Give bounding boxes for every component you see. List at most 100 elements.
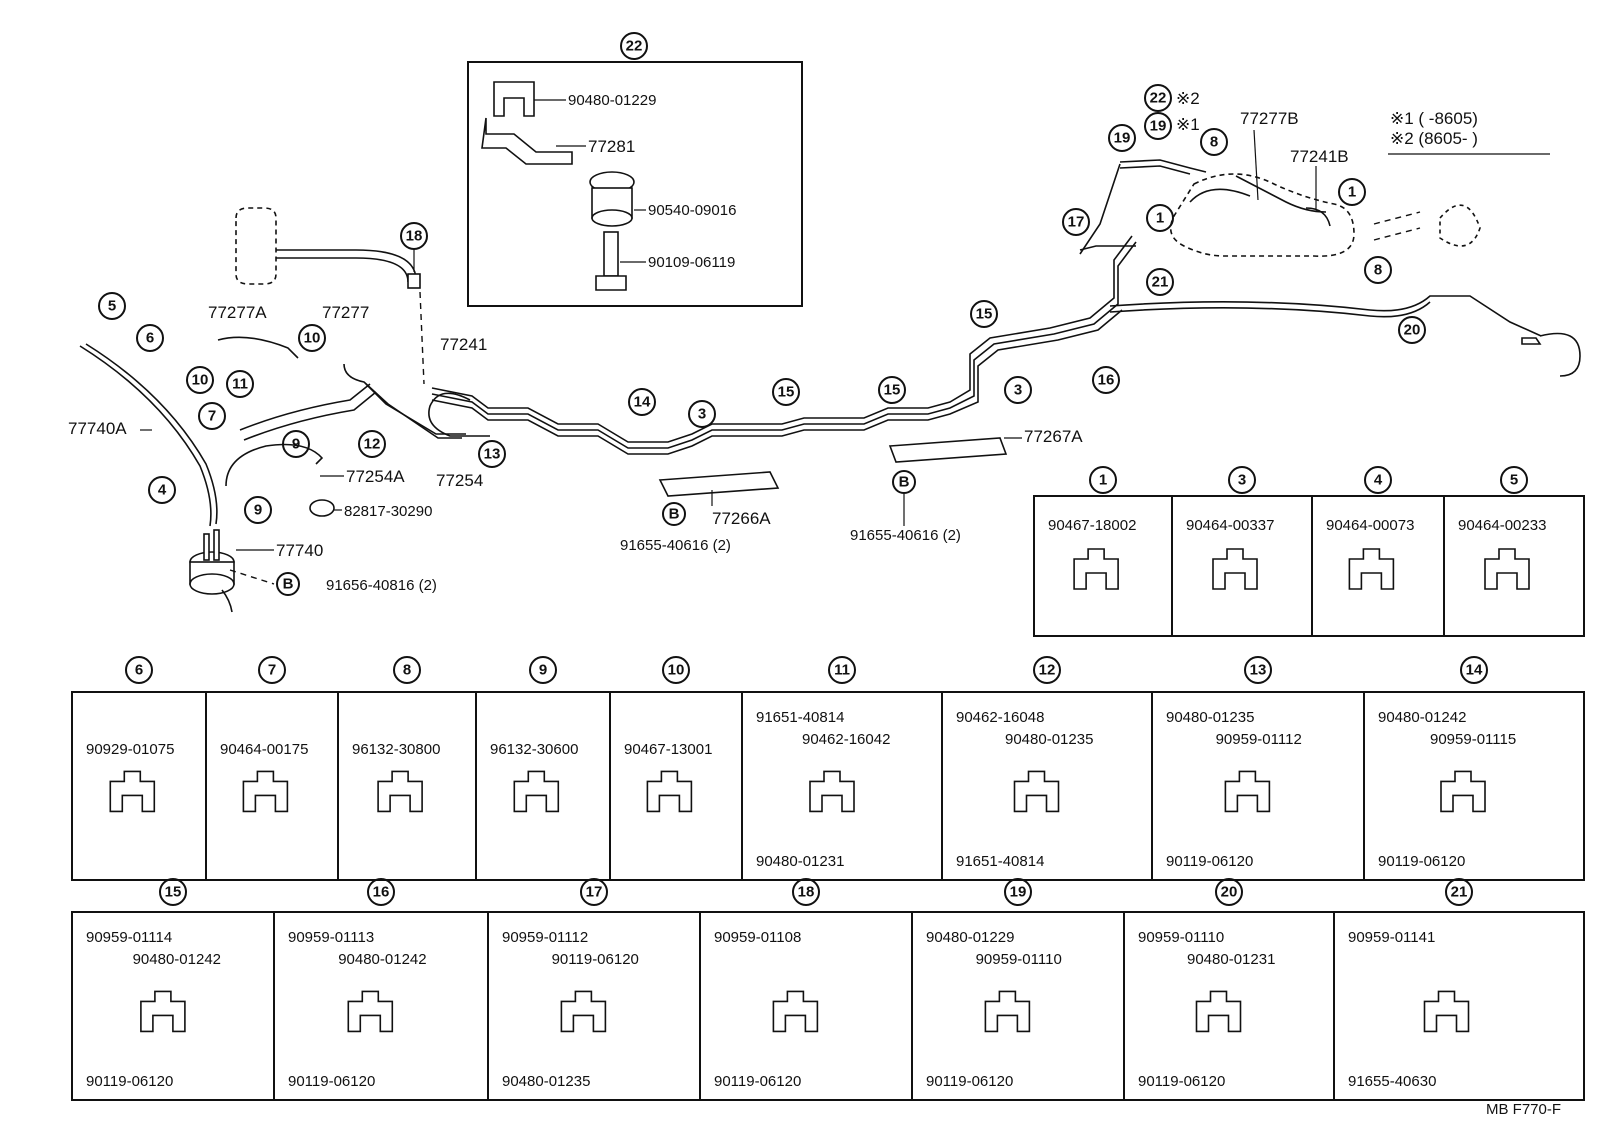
part-number-6-1: 90929-01075 xyxy=(86,741,174,758)
b-marker-b: B xyxy=(892,470,916,526)
cell-callout-circle-9 xyxy=(529,656,557,684)
callout-3-b: 3 xyxy=(1004,376,1032,404)
cell-callout-circle-10 xyxy=(662,656,690,684)
note-1: ※1 ( -8605) xyxy=(1390,109,1478,128)
svg-text:17: 17 xyxy=(1068,214,1085,231)
part-number-14-1: 90480-01242 xyxy=(1378,709,1466,726)
part-number-5-1: 90464-00233 xyxy=(1458,517,1546,534)
cell-callout-circle-12 xyxy=(1033,656,1061,684)
label-91655-a: 91655-40616 (2) xyxy=(620,537,731,554)
svg-text:11: 11 xyxy=(232,376,248,393)
svg-text:21: 21 xyxy=(1152,274,1169,291)
part-illustration-16 xyxy=(347,990,394,1033)
cell-callout-1: 1 xyxy=(1099,472,1107,489)
part-number-4-1: 90464-00073 xyxy=(1326,517,1414,534)
label-82817: 82817-30290 xyxy=(344,503,432,520)
part-number-14-3: 90119-06120 xyxy=(1378,853,1465,870)
cell-callout-20: 20 xyxy=(1221,884,1238,901)
cell-callout-circle-15 xyxy=(159,878,187,906)
callout-1-a: 1 xyxy=(1338,178,1366,206)
part-illustration-12 xyxy=(1013,770,1060,813)
svg-text:9: 9 xyxy=(254,502,262,519)
svg-text:20: 20 xyxy=(1404,322,1421,339)
svg-text:22: 22 xyxy=(1150,90,1167,107)
callout-22-top: 22 xyxy=(626,38,643,55)
svg-text:18: 18 xyxy=(406,228,423,245)
label-91656: 91656-40816 (2) xyxy=(326,577,437,594)
svg-text:14: 14 xyxy=(634,394,651,411)
b-marker-c: B xyxy=(276,572,300,596)
cell-callout-13: 13 xyxy=(1250,662,1267,679)
part-number-17-3: 90480-01235 xyxy=(502,1073,590,1090)
part-number-20-3: 90119-06120 xyxy=(1138,1073,1225,1090)
cell-callout-11: 11 xyxy=(834,662,850,679)
label-77254: 77254 xyxy=(436,471,483,490)
cell-callout-10: 10 xyxy=(668,662,685,679)
part-number-20-2: 90480-01231 xyxy=(1187,951,1275,968)
part-illustration-19 xyxy=(984,990,1031,1033)
cell-callout-circle-6 xyxy=(125,656,153,684)
cell-callout-8: 8 xyxy=(403,662,411,679)
cell-callout-circle-18 xyxy=(792,878,820,906)
row2-table: 690929-01075790464-00175896132-308009961… xyxy=(71,656,1585,881)
cell-callout-circle-20 xyxy=(1215,878,1243,906)
svg-text:3: 3 xyxy=(1014,382,1022,399)
cell-callout-17: 17 xyxy=(586,884,603,901)
part-illustration-8 xyxy=(377,770,423,813)
part-illustration-20 xyxy=(1195,990,1242,1033)
callout-15-a: 15 xyxy=(772,378,800,406)
cell-callout-14: 14 xyxy=(1466,662,1483,679)
svg-text:15: 15 xyxy=(778,384,795,401)
fuel-pipe-assembly xyxy=(79,159,1581,613)
part-number-11-3: 90480-01231 xyxy=(756,853,844,870)
cell-callout-4: 4 xyxy=(1374,472,1383,489)
svg-text:16: 16 xyxy=(1098,372,1115,389)
part-illustration-11 xyxy=(809,770,855,813)
callout-21: 21 xyxy=(1146,268,1174,296)
label-77277B: 77277B xyxy=(1240,109,1299,128)
cell-callout-circle-4 xyxy=(1364,466,1392,494)
label-77277A: 77277A xyxy=(208,303,267,322)
callout-22-b: 22 xyxy=(1144,84,1172,112)
part-illustration-3 xyxy=(1212,548,1258,590)
part-illustration-6 xyxy=(109,770,156,813)
part-illustration-13 xyxy=(1224,770,1271,813)
parts-cell-10: 10 90467-13001 xyxy=(624,656,712,813)
main-labels: 77277A 77277 77241 77740A 77254A 77254 8… xyxy=(68,89,1349,594)
part-number-15-2: 90480-01242 xyxy=(133,951,221,968)
label-77267A: 77267A xyxy=(1024,427,1083,446)
parts-cell-4: 4 90464-00073 xyxy=(1326,466,1414,590)
part-illustration-5 xyxy=(1484,548,1530,590)
part-illustration-4 xyxy=(1348,548,1395,590)
cell-callout-circle-11 xyxy=(828,656,856,684)
part-number-10-1: 90467-13001 xyxy=(624,741,712,758)
part-illustration-10 xyxy=(646,770,693,813)
part-number-16-2: 90480-01242 xyxy=(338,951,426,968)
main-callouts: 18 5 6 10 10 11 7 9 12 13 4 9 14 3 15 15… xyxy=(98,84,1426,596)
part-number-13-2: 90959-01112 xyxy=(1216,731,1302,748)
callout-10-a: 10 xyxy=(298,324,326,352)
part-number-16-1: 90959-01113 xyxy=(288,929,374,946)
callout-17: 17 xyxy=(1062,208,1090,236)
cell-callout-18: 18 xyxy=(798,884,815,901)
callout-8-a: 8 xyxy=(1200,128,1228,156)
label-77740: 77740 xyxy=(276,541,323,560)
part-number-19-1: 90480-01229 xyxy=(926,929,1014,946)
part-number-19-2: 90959-01110 xyxy=(976,951,1062,968)
label-77241: 77241 xyxy=(440,335,487,354)
note-mark-22: ※2 xyxy=(1176,89,1200,108)
cell-callout-circle-19 xyxy=(1004,878,1032,906)
callout-6: 6 xyxy=(136,324,164,352)
part-number-18-2: 90119-06120 xyxy=(714,1073,801,1090)
